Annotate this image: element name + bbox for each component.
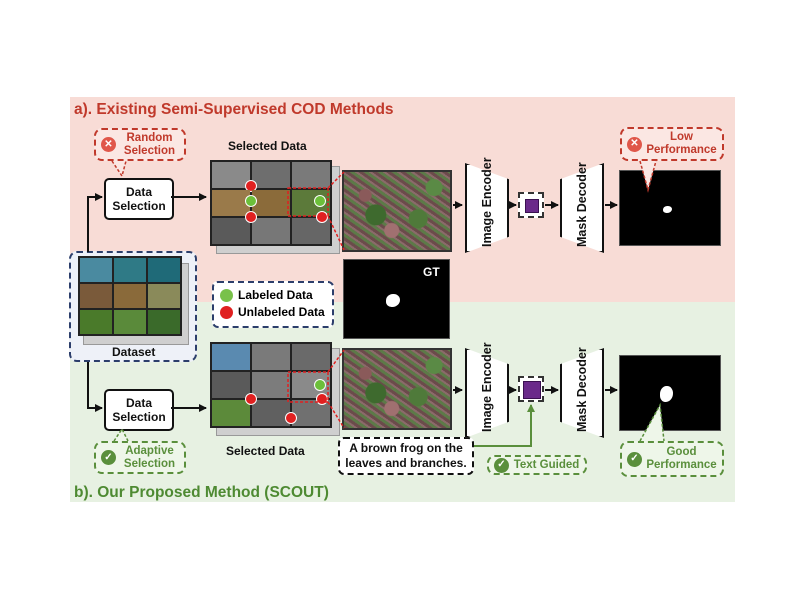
gt-label: GT — [423, 265, 440, 279]
grid-image — [212, 190, 250, 216]
legend-unlabeled: Unlabeled Data — [220, 304, 326, 321]
legend-labeled: Labeled Data — [220, 287, 326, 304]
grid-image — [80, 258, 112, 282]
zoom-line — [327, 349, 345, 373]
zoom-region-bottom — [287, 371, 329, 403]
check-circle-icon: ✓ — [494, 457, 509, 473]
grid-image — [212, 344, 250, 370]
labeled-badge — [314, 379, 326, 391]
zoom-line — [327, 171, 345, 189]
grid-image — [292, 190, 330, 216]
grid-image — [292, 211, 330, 244]
low-performance-callout: ✕ Low Performance — [620, 127, 724, 161]
grid-image — [80, 284, 112, 308]
x-circle-icon: ✕ — [627, 136, 642, 152]
check-circle-icon: ✓ — [627, 451, 642, 467]
grid-image — [80, 310, 112, 334]
ground-truth-mask: GT — [343, 259, 450, 339]
arrow-dataset-to-selection-bottom — [87, 362, 103, 412]
zoom-line — [327, 401, 345, 429]
section-title-existing: a). Existing Semi-Supervised COD Methods — [74, 101, 394, 118]
grid-image — [252, 372, 290, 398]
grid-image — [148, 310, 180, 334]
selected-data-grid-bottom — [210, 342, 332, 428]
grid-image — [245, 190, 290, 216]
check-circle-icon: ✓ — [101, 450, 116, 465]
section-title-proposed: b). Our Proposed Method (SCOUT) — [74, 484, 329, 501]
data-selection-box-bottom: Data Selection — [104, 389, 174, 431]
camouflaged-frog-image-top — [342, 170, 452, 252]
grid-image — [212, 162, 250, 188]
random-selection-callout: ✕ Random Selection — [94, 128, 186, 161]
callout-tail — [639, 402, 665, 442]
grid-image — [245, 211, 290, 244]
arrow-dataset-to-selection-top — [87, 193, 103, 252]
mask-blob — [386, 294, 400, 307]
grid-image — [245, 162, 290, 192]
mask-blob — [663, 206, 672, 213]
grid-image — [212, 372, 250, 398]
adaptive-selection-callout: ✓ Adaptive Selection — [94, 441, 186, 474]
unlabeled-badge — [245, 393, 257, 405]
mask-decoder-bottom — [560, 348, 604, 438]
image-encoder-top — [465, 163, 509, 253]
grid-image — [212, 218, 250, 244]
grid-image — [114, 284, 146, 308]
text-prompt-box: A brown frog on the leaves and branches. — [338, 437, 474, 475]
unlabeled-badge — [285, 412, 297, 424]
predicted-mask-bottom — [619, 355, 721, 431]
feature-map-bottom — [518, 376, 544, 402]
unlabeled-badge — [245, 180, 257, 192]
unlabeled-badge — [245, 211, 257, 223]
grid-image — [114, 310, 146, 334]
grid-image — [212, 400, 250, 426]
green-dot-icon — [220, 289, 233, 302]
legend: Labeled Data Unlabeled Data — [212, 281, 334, 328]
grid-image — [292, 344, 330, 370]
dataset-label: Dataset — [112, 345, 156, 359]
camouflaged-frog-image-bottom — [342, 348, 452, 430]
callout-tail — [111, 160, 127, 178]
selected-data-grid-top — [210, 160, 332, 246]
selected-data-label-bottom: Selected Data — [226, 444, 305, 458]
feature-block — [523, 381, 541, 399]
good-performance-callout: ✓ Good Performance — [620, 441, 724, 477]
grid-image — [252, 344, 290, 370]
grid-image — [114, 258, 146, 282]
feature-map-top — [518, 192, 544, 218]
text-guided-callout: ✓ Text Guided — [487, 455, 587, 475]
grid-image — [148, 284, 180, 308]
labeled-badge — [245, 195, 257, 207]
zoom-region-top — [287, 187, 329, 217]
feature-block — [525, 199, 539, 213]
labeled-badge — [314, 195, 326, 207]
unlabeled-badge — [316, 211, 328, 223]
grid-image — [148, 258, 180, 282]
x-circle-icon: ✕ — [101, 137, 116, 152]
grid-image — [292, 162, 330, 188]
dataset-grid — [78, 256, 182, 336]
red-dot-icon — [220, 306, 233, 319]
arrow-text-to-feature — [474, 404, 535, 447]
mask-blob — [660, 386, 673, 402]
predicted-mask-top — [619, 170, 721, 246]
callout-tail — [639, 160, 657, 193]
callout-tail — [113, 427, 129, 442]
selected-data-label-top: Selected Data — [228, 139, 307, 153]
data-selection-box-top: Data Selection — [104, 178, 174, 220]
grid-image — [245, 393, 290, 426]
zoom-line — [327, 215, 345, 251]
